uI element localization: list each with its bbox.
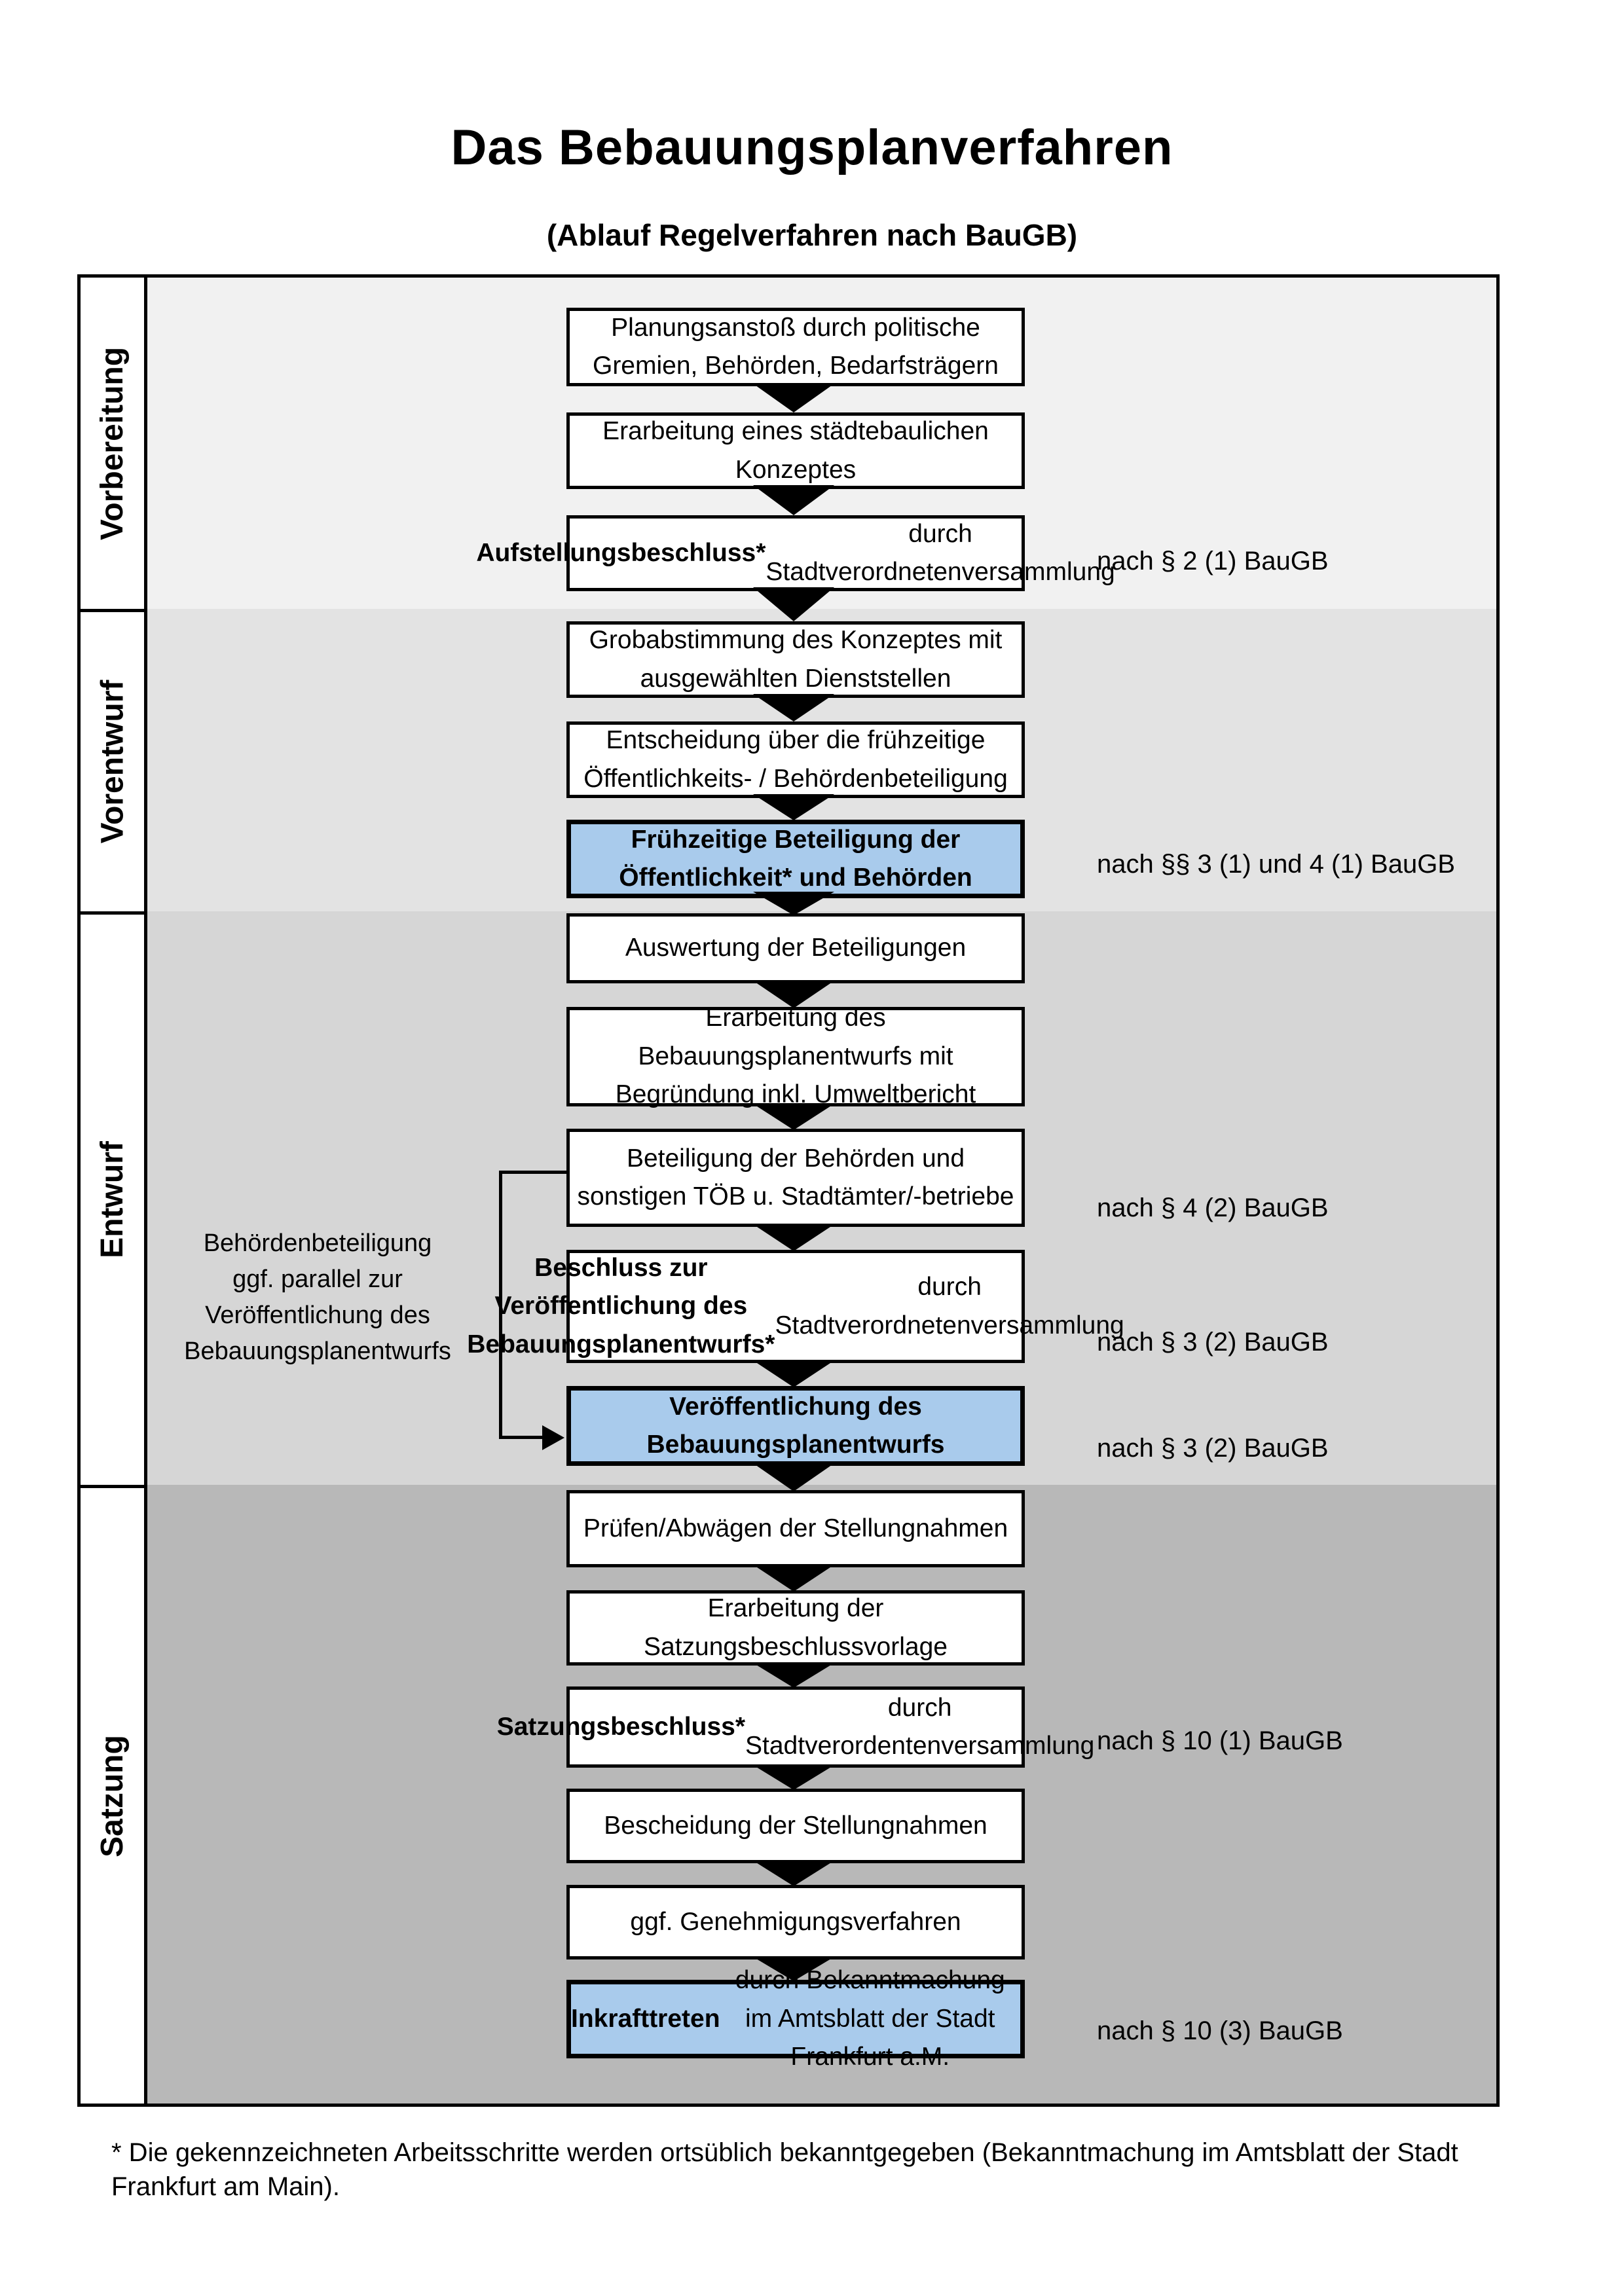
step-aufstellungsbeschluss: Aufstellungsbeschluss* durch Stadtverord… <box>476 515 1115 591</box>
arrow-down-icon <box>753 1565 834 1592</box>
legal-note: nach § 10 (1) BauGB <box>1097 1726 1343 1755</box>
step-entscheidung-fruehzeitige-beteiligung: Entscheidung über die frühzeitige Öffent… <box>566 721 1025 798</box>
arrow-down-icon <box>753 694 834 721</box>
bracket-connector-top <box>499 1171 566 1174</box>
step-inkrafttreten: Inkrafttreten durch Bekanntmachung im Am… <box>566 1966 1025 2071</box>
step-satzungsbeschluss: Satzungsbeschluss* durch Stadtverordente… <box>497 1686 1094 1768</box>
bracket-connector-bottom <box>499 1436 545 1439</box>
page-subtitle: (Ablauf Regelverfahren nach BauGB) <box>546 218 1078 252</box>
phase-label-satzung: Satzung <box>77 1485 147 2107</box>
arrow-down-icon <box>753 1224 834 1251</box>
legal-note: nach § 3 (2) BauGB <box>1097 1328 1329 1357</box>
arrow-right-icon <box>542 1425 564 1450</box>
step-pruefen-abwaegen: Prüfen/Abwägen der Stellungnahmen <box>566 1490 1025 1567</box>
footnote: * Die gekennzeichneten Arbeitsschritte w… <box>111 2138 1458 2201</box>
arrow-down-icon <box>753 1957 834 1981</box>
arrow-down-icon <box>753 892 834 915</box>
page-title: Das Bebauungsplanverfahren <box>451 120 1173 175</box>
step-beteiligung-behoerden-toeb: Beteiligung der Behörden und sonstigen T… <box>566 1129 1025 1227</box>
arrow-down-icon <box>753 1104 834 1130</box>
legal-note: nach § 2 (1) BauGB <box>1097 547 1329 575</box>
step-auswertung-beteiligungen: Auswertung der Beteiligungen <box>566 913 1025 983</box>
legal-note: nach § 10 (3) BauGB <box>1097 2016 1343 2045</box>
step-grobabstimmung: Grobabstimmung des Konzeptes mit ausgewä… <box>566 621 1025 698</box>
legal-note: nach § 4 (2) BauGB <box>1097 1194 1329 1222</box>
step-planungsanstoss: Planungsanstoß durch politische Gremien,… <box>566 308 1025 386</box>
step-erarbeitung-bebauungsplanentwurf: Erarbeitung des Bebauungsplanentwurfs mi… <box>566 1004 1025 1108</box>
arrow-down-icon <box>753 384 834 412</box>
arrow-down-icon <box>753 1360 834 1387</box>
arrow-down-icon <box>753 1663 834 1688</box>
step-beschluss-veroeffentlichung: Beschluss zur Veröffentlichung des Bebau… <box>467 1250 1124 1363</box>
legal-note: nach § 3 (2) BauGB <box>1097 1434 1329 1463</box>
phase-label-vorbereitung: Vorbereitung <box>77 274 147 612</box>
phase-label-vorentwurf: Vorentwurf <box>77 609 147 915</box>
arrow-down-icon <box>753 794 834 820</box>
step-staedtebauliches-konzept: Erarbeitung eines städtebaulichen Konzep… <box>566 412 1025 489</box>
legal-note: nach §§ 3 (1) und 4 (1) BauGB <box>1097 850 1455 879</box>
step-satzungsbeschlussvorlage: Erarbeitung der Satzungsbeschlussvorlage <box>566 1590 1025 1666</box>
arrow-down-icon <box>753 485 834 515</box>
step-fruehzeitige-beteiligung: Frühzeitige Beteiligung der Öffentlichke… <box>566 820 1025 898</box>
side-annotation: Behördenbeteiligung ggf. parallel zur Ve… <box>184 1230 451 1366</box>
arrow-down-icon <box>753 587 834 621</box>
arrow-down-icon <box>753 981 834 1008</box>
step-veroeffentlichung-entwurf: Veröffentlichung des Bebauungsplanentwur… <box>566 1386 1025 1466</box>
step-genehmigungsverfahren: ggf. Genehmigungsverfahren <box>566 1885 1025 1959</box>
arrow-down-icon <box>753 1765 834 1790</box>
bracket-connector-line <box>499 1171 502 1439</box>
arrow-down-icon <box>753 1861 834 1886</box>
step-bescheidung-stellungnahmen: Bescheidung der Stellungnahmen <box>566 1789 1025 1863</box>
arrow-down-icon <box>753 1463 834 1491</box>
phase-label-entwurf: Entwurf <box>77 911 147 1488</box>
